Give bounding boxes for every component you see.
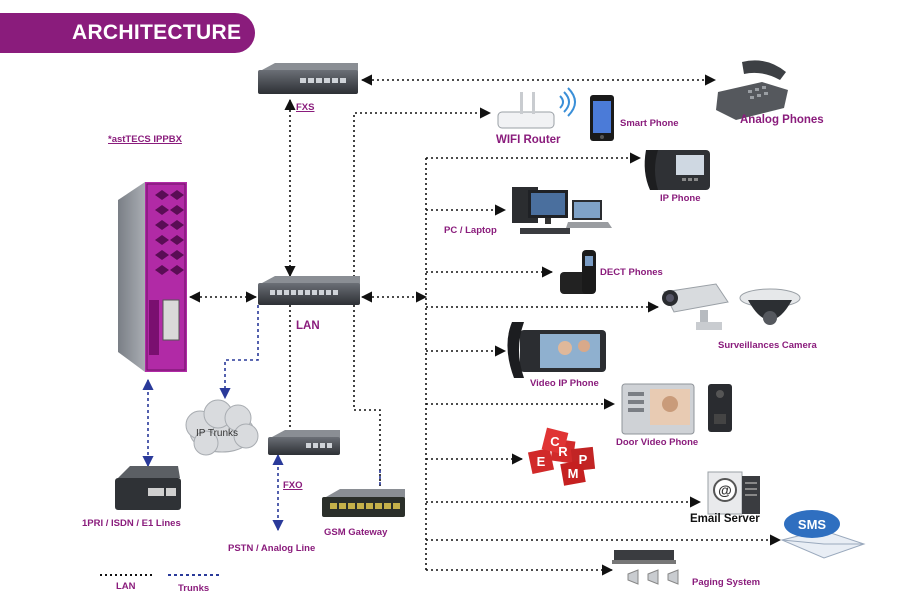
pstn-label: PSTN / Analog Line <box>228 543 316 554</box>
pri-label: 1PRI / ISDN / E1 Lines <box>82 518 181 529</box>
fxs-switch <box>258 63 358 94</box>
trunk-lan-iptrunks <box>219 305 259 400</box>
legend-lan-label: LAN <box>116 581 136 592</box>
ippbx-server <box>118 182 187 372</box>
gsm-label: GSM Gateway <box>324 527 388 538</box>
camera-label: Surveillances Camera <box>718 340 817 351</box>
video-phone-label: Video IP Phone <box>530 378 599 389</box>
pc-laptop <box>512 187 612 234</box>
ip-phone <box>644 150 710 190</box>
ip-trunks-cloud <box>185 399 259 456</box>
erp-letter-p: P <box>579 452 588 467</box>
wifi-label: WIFI Router <box>496 134 561 146</box>
section-banner <box>0 13 255 53</box>
section-title: ARCHITECTURE <box>72 21 242 44</box>
fxs-label: FXS <box>296 102 315 113</box>
analog-phones-label: Analog Phones <box>740 114 824 126</box>
ippbx-label: *astTECS IPPBX <box>108 134 182 145</box>
legend-trunks-label: Trunks <box>178 583 210 594</box>
line-lan-gsm <box>353 305 381 488</box>
smart-phone <box>590 95 614 141</box>
erp-crm-blocks: E R P C M <box>527 427 596 486</box>
sms-envelope: SMS <box>780 510 866 559</box>
erp-letter-c: C <box>550 434 560 449</box>
fxo-gateway <box>268 430 340 455</box>
pri-box <box>115 466 181 510</box>
ip-trunks-label: IP Trunks <box>196 428 239 439</box>
trunk-connections <box>142 305 381 532</box>
wifi-router <box>497 87 576 129</box>
email-server: @ <box>707 471 760 515</box>
gsm-gateway <box>322 489 405 517</box>
sms-text: SMS <box>798 517 827 532</box>
email-label: Email Server <box>690 513 760 525</box>
erp-letter-r: R <box>558 444 568 459</box>
paging-label: Paging System <box>692 577 761 588</box>
erp-letter-m: M <box>568 466 579 481</box>
door-phone-label: Door Video Phone <box>616 437 699 448</box>
svg-text:@: @ <box>718 482 732 498</box>
smart-phone-label: Smart Phone <box>620 118 679 129</box>
surveillance-cameras <box>662 283 801 330</box>
pc-label: PC / Laptop <box>444 225 497 236</box>
analog-phone <box>716 60 788 120</box>
fxo-label: FXO <box>283 480 303 491</box>
paging-system <box>612 550 679 585</box>
dect-phone <box>560 250 596 294</box>
line-lan-wifi <box>353 107 492 297</box>
lan-connections <box>188 74 782 576</box>
lan-switch <box>258 276 360 305</box>
dect-label: DECT Phones <box>600 267 663 278</box>
video-ip-phone <box>507 322 606 378</box>
lan-label: LAN <box>296 320 320 332</box>
door-video-phone <box>621 383 732 435</box>
ip-phone-label: IP Phone <box>660 193 701 204</box>
erp-letter-e: E <box>537 454 546 469</box>
